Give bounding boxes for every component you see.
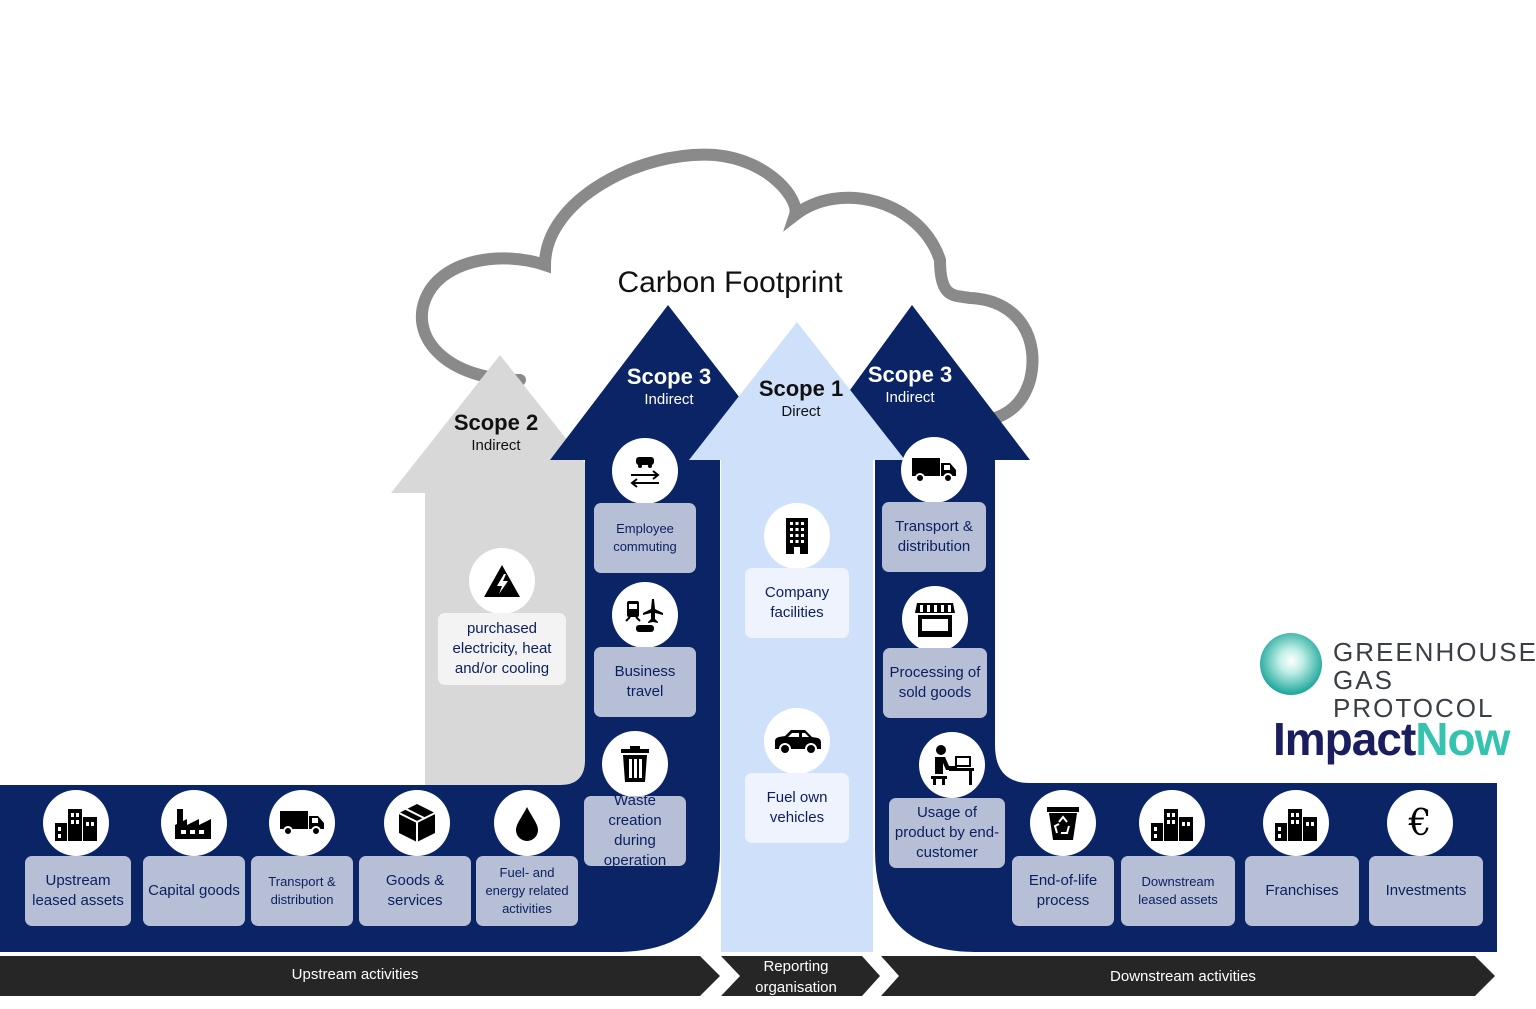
user-desk-icon: [919, 732, 985, 798]
buildings-icon: [1263, 790, 1329, 856]
downstream-activities-label: Downstream activities: [1110, 968, 1256, 985]
scope3-downstream-arrow: [850, 305, 1497, 952]
upstream-activities-label: Upstream activities: [291, 966, 419, 983]
downstream-item-franchises: Franchises: [1245, 856, 1359, 926]
scope1-subtitle: Direct: [781, 403, 821, 420]
scope1-item-company-facilities: Company facilities: [745, 568, 849, 638]
shop-icon: [902, 586, 968, 652]
scope3-downstream-label: Scope 3 Indirect: [850, 362, 970, 408]
office-building-icon: [764, 503, 830, 569]
scope3-upstream-label: Scope 3 Indirect: [609, 364, 729, 410]
scope3-item-transport-distribution-down: Transport & distribution: [882, 502, 986, 572]
upstream-item-goods-services: Goods & services: [359, 856, 471, 926]
recycle-bin-icon: [1030, 790, 1096, 856]
downstream-item-end-of-life: End-of-life process: [1012, 856, 1114, 926]
buildings-icon: [1139, 790, 1205, 856]
ghg-logo-text: GREENHOUSE GAS PROTOCOL: [1333, 638, 1536, 722]
truck-icon: [269, 790, 335, 856]
scope1-label: Scope 1 Direct: [741, 376, 861, 422]
scope3-item-waste: Waste creation during operation: [584, 796, 686, 866]
scope2-subtitle: Indirect: [471, 437, 521, 454]
scope3-item-usage: Usage of product by end-customer: [889, 798, 1005, 868]
upstream-item-fuel-energy: Fuel- and energy related activities: [476, 856, 578, 926]
upstream-bar: [0, 956, 720, 996]
scope2-title: Scope 2: [453, 410, 539, 435]
scope3-upstream-subtitle: Indirect: [644, 391, 694, 408]
buildings-icon: [43, 790, 109, 856]
scope1-item-fuel-own-vehicles: Fuel own vehicles: [745, 773, 849, 843]
scope1-title: Scope 1: [758, 376, 844, 401]
scope2-item-electricity: purchased electricity, heat and/or cooli…: [438, 613, 566, 685]
electricity-warning-icon: [469, 548, 535, 614]
euro-icon: €: [1387, 790, 1453, 856]
upstream-item-capital-goods: Capital goods: [143, 856, 245, 926]
downstream-bar: [881, 956, 1495, 996]
impactnow-logo-part1: Impact: [1273, 713, 1416, 765]
scope2-label: Scope 2 Indirect: [436, 410, 556, 456]
impactnow-logo-part2: Now: [1415, 713, 1510, 765]
scope3-item-business-travel: Business travel: [594, 647, 696, 717]
drop-icon: [494, 790, 560, 856]
upstream-item-transport-distribution: Transport & distribution: [251, 856, 353, 926]
factory-icon: [161, 790, 227, 856]
commute-icon: [612, 438, 678, 504]
downstream-item-leased-assets: Downstream leased assets: [1121, 856, 1235, 926]
reporting-organisation-label: Reporting organisation: [755, 958, 837, 996]
ghg-logo-mark: [1260, 633, 1322, 695]
scope3-item-processing: Processing of sold goods: [883, 648, 987, 718]
ghg-logo-line1: GREENHOUSE: [1333, 637, 1536, 667]
scope3-downstream-subtitle: Indirect: [885, 389, 935, 406]
scope3-upstream-title: Scope 3: [626, 364, 712, 389]
reporting-bar: [721, 956, 880, 996]
car-icon: [764, 708, 830, 774]
ghg-logo-line2: GAS PROTOCOL: [1333, 665, 1495, 723]
diagram-title: Carbon Footprint: [617, 266, 843, 299]
upstream-item-leased-assets: Upstream leased assets: [25, 856, 131, 926]
scope3-item-employee-commuting: Employee commuting: [594, 503, 696, 573]
downstream-item-investments: Investments: [1369, 856, 1483, 926]
box-icon: [384, 790, 450, 856]
impactnow-logo: ImpactNow: [1273, 712, 1510, 766]
scope3-downstream-title: Scope 3: [867, 362, 953, 387]
travel-icon: [612, 582, 678, 648]
truck-icon: [901, 437, 967, 503]
trash-icon: [602, 731, 668, 797]
